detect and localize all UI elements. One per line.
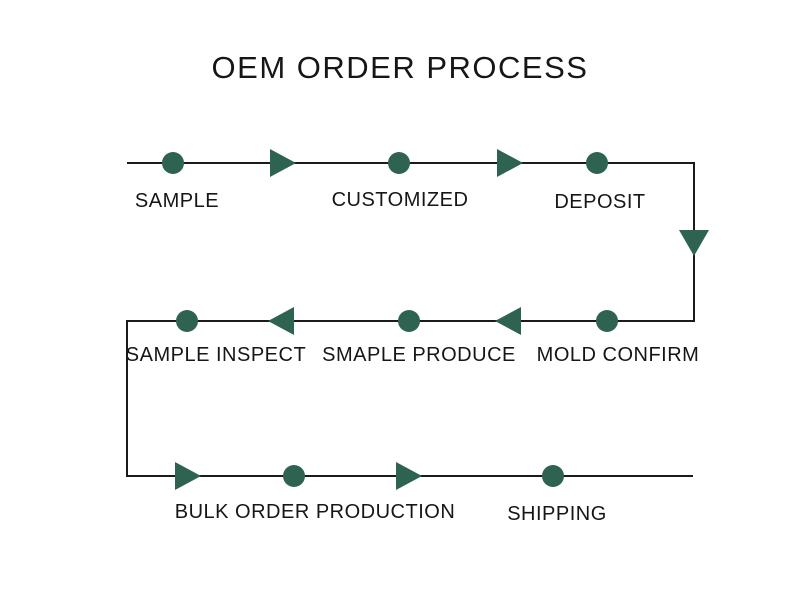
step-label-deposit: DEPOSIT bbox=[554, 191, 646, 213]
arrow-right-icon bbox=[270, 149, 296, 177]
step-node-deposit bbox=[586, 152, 608, 174]
step-label-mold-confirm: MOLD CONFIRM bbox=[536, 344, 700, 366]
step-label-sample-inspect: SAMPLE INSPECT bbox=[125, 344, 307, 366]
arrow-left-icon bbox=[268, 307, 294, 335]
page-title: OEM ORDER PROCESS bbox=[211, 50, 589, 85]
arrow-left-icon bbox=[495, 307, 521, 335]
step-label-smaple-produce: SMAPLE PRODUCE bbox=[322, 344, 516, 366]
step-node-customized bbox=[388, 152, 410, 174]
arrow-right-icon bbox=[396, 462, 422, 490]
step-node-sample-inspect bbox=[176, 310, 198, 332]
arrow-right-icon bbox=[497, 149, 523, 177]
step-node-sample bbox=[162, 152, 184, 174]
step-node-mold-confirm bbox=[596, 310, 618, 332]
arrow-down-icon bbox=[679, 230, 709, 256]
step-node-smaple-produce bbox=[398, 310, 420, 332]
step-label-customized: CUSTOMIZED bbox=[331, 189, 469, 211]
step-label-sample: SAMPLE bbox=[134, 190, 220, 212]
step-node-shipping bbox=[542, 465, 564, 487]
step-node-bulk-order-production bbox=[283, 465, 305, 487]
flow-line-vertical-left bbox=[126, 320, 128, 477]
arrow-right-icon bbox=[175, 462, 201, 490]
step-label-shipping: SHIPPING bbox=[507, 503, 607, 525]
step-label-bulk-order-production: BULK ORDER PRODUCTION bbox=[174, 501, 456, 523]
flow-line-row1 bbox=[127, 162, 695, 164]
